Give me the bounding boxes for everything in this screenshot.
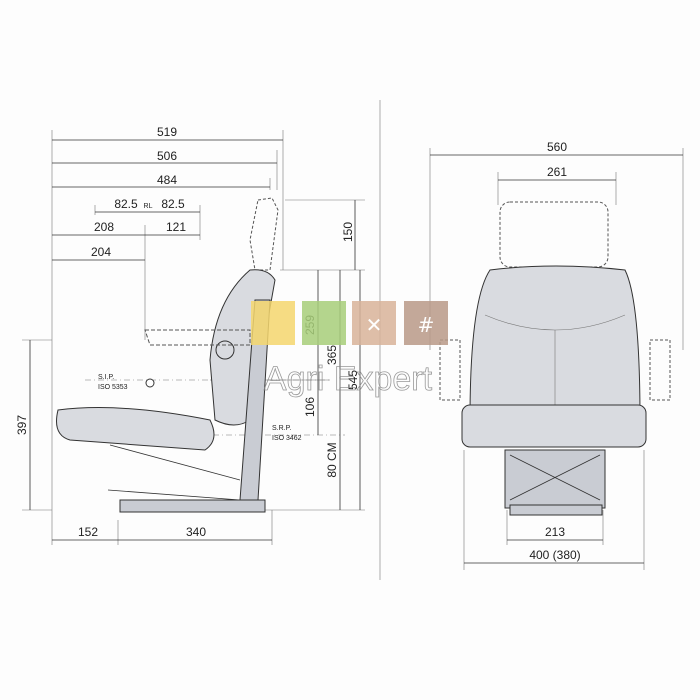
dim-519: 519 — [157, 125, 177, 139]
dim-121: 121 — [166, 220, 186, 234]
svg-text:#: # — [418, 313, 435, 337]
dim-204: 204 — [91, 245, 111, 259]
fence-tile-icon — [404, 301, 448, 345]
dim-106: 106 — [303, 397, 317, 417]
dim-340: 340 — [186, 525, 206, 539]
dim-545: 545 — [346, 370, 360, 390]
dim-484: 484 — [157, 173, 177, 187]
svg-text:✕: ✕ — [366, 313, 383, 337]
dim-506: 506 — [157, 149, 177, 163]
dim-80cm: 80 CM — [325, 442, 339, 477]
sip-label: S.I.P. — [98, 374, 114, 381]
dim-150: 150 — [341, 222, 355, 242]
front-view: 560 261 213 400 (380) — [429, 140, 684, 570]
tools-tile-icon — [352, 301, 396, 345]
dim-213: 213 — [545, 525, 565, 539]
agri-expert-watermark: ✕ # Agri Expert — [251, 301, 448, 398]
srp-label: S.R.P. — [272, 425, 291, 432]
dim-82-5-right: 82.5 — [161, 197, 185, 211]
dim-365: 365 — [325, 345, 339, 365]
rl-label: RL — [144, 203, 153, 210]
dim-82-5-left: 82.5 — [114, 197, 138, 211]
dim-152: 152 — [78, 525, 98, 539]
tractor-tile-icon — [251, 301, 295, 345]
dim-400-380: 400 (380) — [529, 548, 580, 562]
srp-iso: ISO 3462 — [272, 435, 302, 442]
dim-560: 560 — [547, 140, 567, 154]
dim-397: 397 — [15, 415, 29, 435]
sip-iso: ISO 5353 — [98, 384, 128, 391]
wheelbarrow-tile-icon — [302, 301, 346, 345]
dim-208: 208 — [94, 220, 114, 234]
dim-261: 261 — [547, 165, 567, 179]
watermark-text: Agri Expert — [264, 360, 433, 398]
